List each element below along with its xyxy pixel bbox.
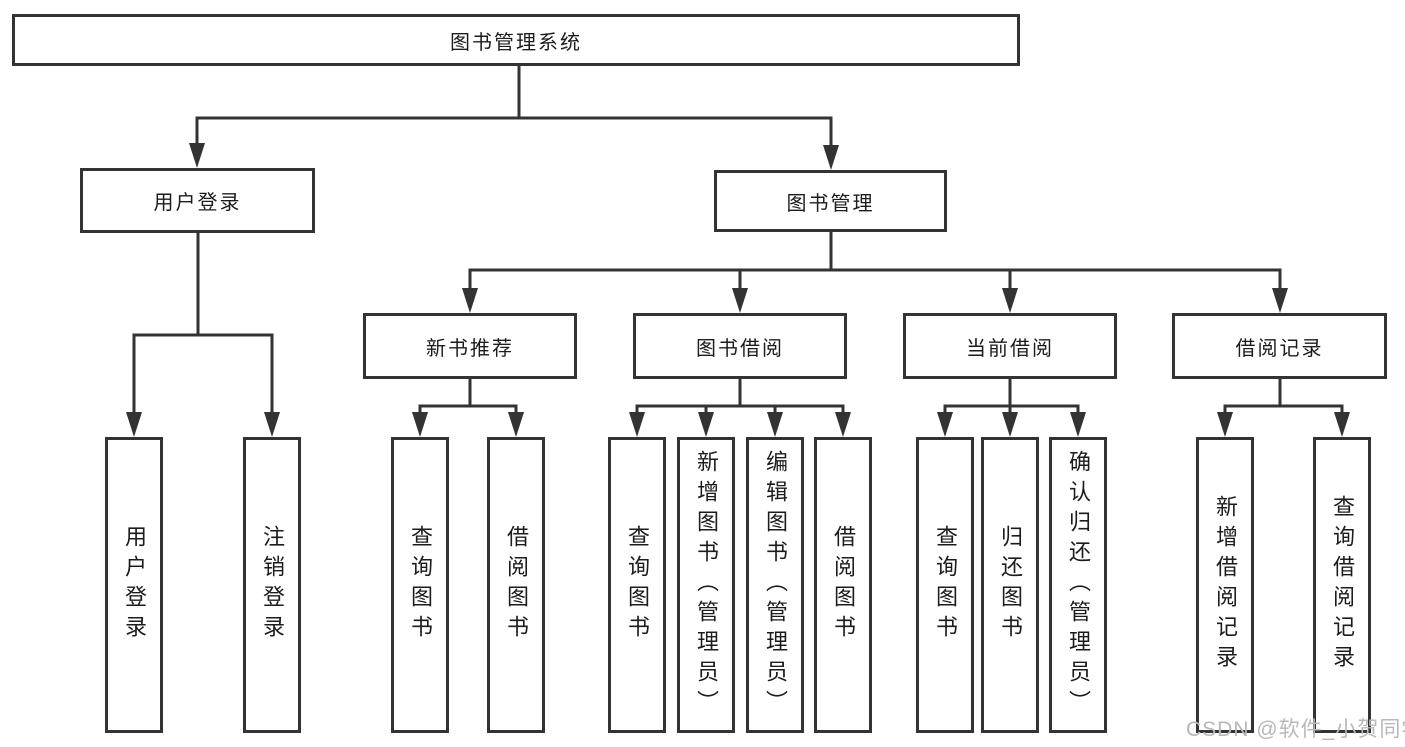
arrowhead — [1217, 412, 1233, 437]
node-book-borrowing: 图书借阅 — [633, 313, 847, 379]
leaf-borrow-books-borrowing: 借阅图书 — [814, 437, 872, 733]
leaf-search-borrow-record: 查询借阅记录 — [1313, 437, 1371, 733]
leaf-logout: 注销登录 — [243, 437, 301, 733]
node-new-book-recommend: 新书推荐 — [363, 313, 577, 379]
arrowhead — [835, 412, 851, 437]
arrowhead — [732, 288, 748, 313]
csdn-watermark: CSDN @软件_小贺同学 — [1186, 718, 1405, 741]
leaf-add-books-admin: 新增图书（管理员） — [677, 437, 735, 733]
node-root: 图书管理系统 — [12, 14, 1020, 66]
leaf-borrow-books-recommend: 借阅图书 — [487, 437, 545, 733]
leaf-confirm-return-admin: 确认归还（管理员） — [1049, 437, 1107, 733]
arrowhead — [698, 412, 714, 437]
node-book-management: 图书管理 — [714, 170, 947, 232]
arrowhead — [189, 143, 205, 168]
leaf-edit-books-admin: 编辑图书（管理员） — [746, 437, 804, 733]
arrowhead — [1002, 412, 1018, 437]
arrowhead — [1002, 288, 1018, 313]
arrowhead — [1334, 412, 1350, 437]
arrowhead — [1070, 412, 1086, 437]
arrowhead — [823, 145, 839, 170]
leaf-user-login: 用户登录 — [105, 437, 163, 733]
arrowhead — [508, 412, 524, 437]
arrowhead — [412, 412, 428, 437]
arrowhead — [937, 412, 953, 437]
arrowhead — [264, 412, 280, 437]
leaf-add-borrow-record: 新增借阅记录 — [1196, 437, 1254, 733]
arrowhead — [629, 412, 645, 437]
arrowheads — [126, 143, 1350, 437]
node-current-borrowing: 当前借阅 — [903, 313, 1117, 379]
leaf-search-books-current: 查询图书 — [916, 437, 974, 733]
arrowhead — [462, 288, 478, 313]
arrowhead — [126, 412, 142, 437]
arrowhead — [1272, 288, 1288, 313]
arrowhead — [767, 412, 783, 437]
leaf-return-books: 归还图书 — [981, 437, 1039, 733]
node-user-login: 用户登录 — [80, 168, 315, 233]
node-borrowing-records: 借阅记录 — [1172, 313, 1387, 379]
leaf-search-books-borrowing: 查询图书 — [608, 437, 666, 733]
leaf-search-books-recommend: 查询图书 — [391, 437, 449, 733]
